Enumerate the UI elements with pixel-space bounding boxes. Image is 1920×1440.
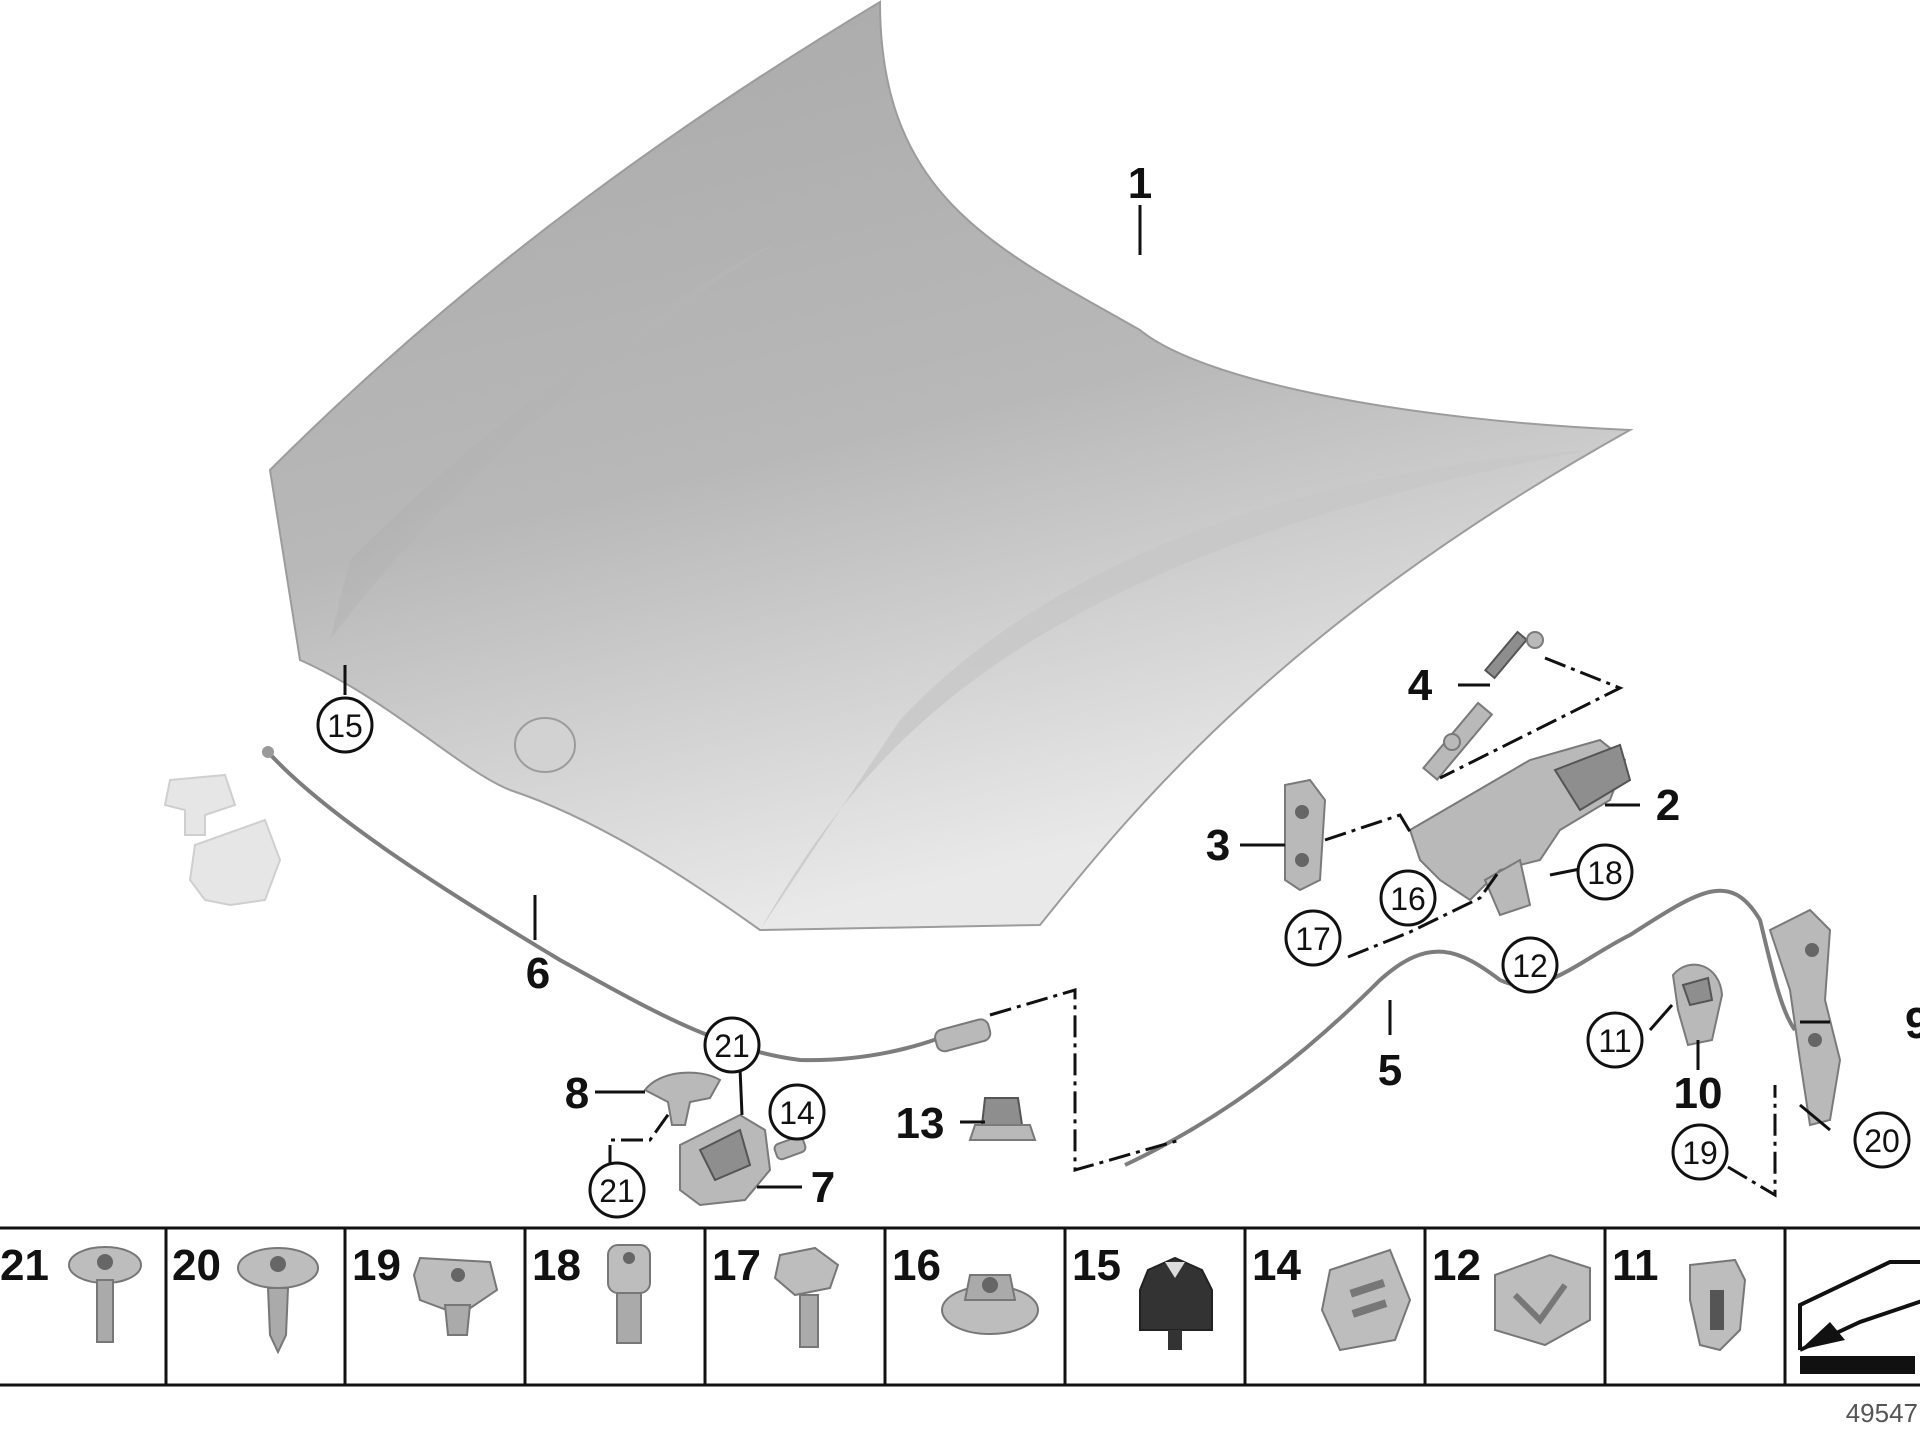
callout-18: 18 (1587, 855, 1623, 891)
callout-16: 16 (1390, 881, 1426, 917)
callout-1: 1 (1128, 159, 1152, 208)
legend-14: 14 (1252, 1241, 1301, 1290)
callout-17: 17 (1295, 921, 1331, 957)
callout-10: 10 (1674, 1069, 1723, 1118)
release-cable-front (266, 750, 971, 1063)
rubber-buffer-15-icon (1139, 1256, 1213, 1350)
clip-12-icon (1494, 1253, 1591, 1347)
hinge-bracket (1284, 778, 1327, 892)
plain-callouts: 1 2 3 4 5 6 7 8 9 10 13 (526, 159, 1920, 1212)
callout-11: 11 (1598, 1023, 1631, 1059)
callout-6: 6 (526, 949, 550, 998)
callout-12: 12 (1512, 948, 1548, 984)
callout-8: 8 (565, 1069, 589, 1118)
nut-16-icon (941, 1274, 1039, 1335)
legend-15: 15 (1072, 1241, 1121, 1290)
callout-20: 20 (1864, 1123, 1900, 1159)
callout-7: 7 (811, 1163, 835, 1212)
cable-sleeve (934, 1018, 992, 1053)
legend-19: 19 (352, 1241, 401, 1290)
callout-13: 13 (896, 1099, 945, 1148)
callout-15: 15 (327, 708, 363, 744)
safety-catch (643, 1071, 722, 1126)
front-direction-arrow-icon (1798, 1260, 1920, 1374)
clip-nut-19-icon (412, 1256, 499, 1336)
callout-21-top: 21 (714, 1028, 750, 1064)
callout-2: 2 (1656, 781, 1680, 830)
legend-11: 11 (1612, 1241, 1659, 1290)
circled-callouts: 15 16 17 18 12 11 19 20 21 14 21 (316, 696, 1911, 1219)
release-lever (1671, 963, 1724, 1047)
callout-5: 5 (1378, 1046, 1402, 1095)
faint-latch-ghost (163, 746, 282, 907)
rubber-buffer (968, 1097, 1037, 1141)
callout-3: 3 (1206, 821, 1230, 870)
screw-21-icon (68, 1246, 142, 1343)
callout-21-bottom: 21 (599, 1173, 635, 1209)
lever-bracket (1768, 908, 1842, 1127)
assembly-lines (608, 656, 1777, 1198)
callout-19: 19 (1682, 1135, 1718, 1171)
legend-17: 17 (712, 1241, 761, 1290)
hood-hinge (1408, 738, 1632, 917)
document-id: 49547 (1846, 1398, 1918, 1428)
screw-20-icon (237, 1247, 319, 1355)
callout-14: 14 (779, 1095, 815, 1131)
hood-latch (679, 1113, 807, 1207)
legend-21: 21 (0, 1241, 49, 1290)
legend-16: 16 (892, 1241, 941, 1290)
gas-strut (1422, 630, 1544, 782)
clip-14-icon (1320, 1248, 1412, 1352)
callout-4: 4 (1408, 661, 1433, 710)
hex-bolt-17-icon (773, 1246, 840, 1348)
hood-panel (268, 0, 1634, 932)
fastener-legend: 21 20 19 18 17 16 15 14 12 11 (0, 1226, 1920, 1387)
bolt-18-icon (607, 1244, 651, 1344)
leader-lines (343, 205, 1831, 1189)
legend-20: 20 (172, 1241, 221, 1290)
clip-11-icon (1689, 1258, 1747, 1352)
callout-9: 9 (1905, 999, 1920, 1048)
legend-12: 12 (1432, 1241, 1481, 1290)
legend-18: 18 (532, 1241, 581, 1290)
